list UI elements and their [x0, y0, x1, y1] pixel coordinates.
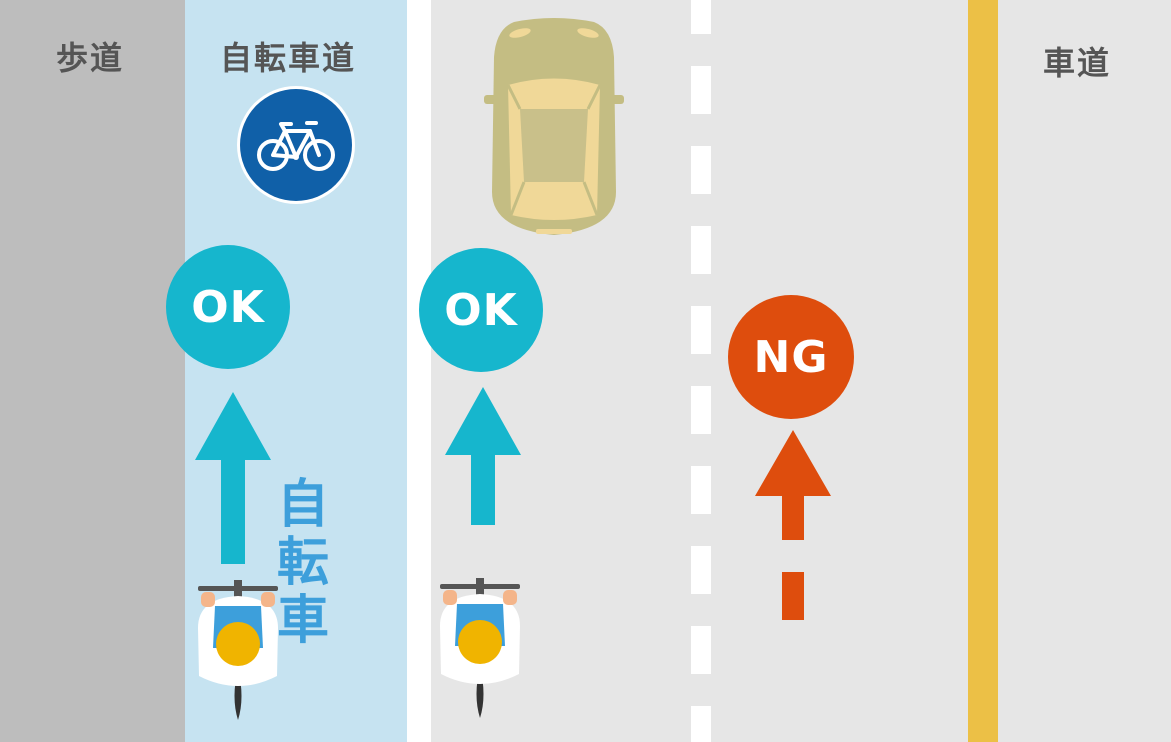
bicycle-sign-icon	[237, 86, 355, 204]
lane-dash	[691, 546, 711, 594]
lane-dash	[691, 706, 711, 742]
bike-lane-label: 自転車道	[220, 39, 357, 77]
ok-bike-lane-badge: OK	[166, 245, 290, 369]
bicycle-char-3: 車	[276, 591, 329, 651]
bicycle-vertical-label: 自 転 車	[273, 476, 333, 650]
bicycle-char-1: 自	[276, 475, 329, 535]
opposite-roadway-zone	[998, 0, 1171, 742]
cyclist-icon	[198, 580, 278, 720]
ok-bike-lane-arrow	[195, 392, 271, 564]
ok-roadway-arrow	[445, 387, 521, 525]
ng-opposite-badge: NG	[728, 295, 854, 419]
lane-dash	[691, 466, 711, 514]
sidewalk-zone	[0, 0, 185, 742]
ok-roadway-badge: OK	[419, 248, 543, 372]
lane-dash	[691, 386, 711, 434]
lane-dash	[691, 306, 711, 354]
lane-divider	[407, 0, 431, 742]
lane-dash	[691, 626, 711, 674]
roadway-label: 車道	[1043, 44, 1112, 82]
lane-dash	[691, 146, 711, 194]
bicycle-char-2: 転	[276, 533, 329, 593]
lane-dash	[691, 226, 711, 274]
center-line	[968, 0, 998, 742]
lane-dash	[691, 66, 711, 114]
car-icon	[484, 18, 624, 235]
lane-dash	[691, 0, 711, 34]
cyclist-icon	[440, 578, 520, 718]
sidewalk-label: 歩道	[56, 39, 125, 77]
ng-opposite-arrow	[755, 430, 831, 620]
